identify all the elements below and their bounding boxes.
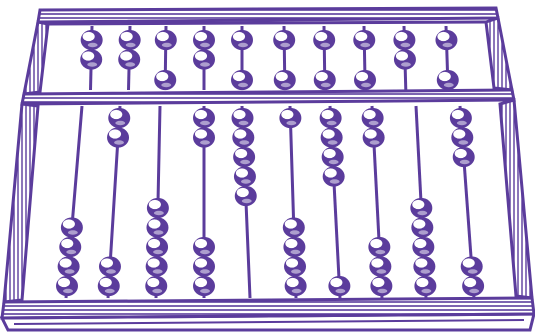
bead-upper-7-bottom-1	[313, 69, 336, 91]
bead-lower-5-top-5	[234, 185, 257, 207]
bead-lower-10-bottom-2	[460, 256, 483, 277]
bead-lower-1-bottom-3	[59, 236, 82, 258]
bead-lower-1-bottom-2	[57, 256, 80, 277]
bead-lower-10-top-2	[451, 127, 474, 148]
bead-lower-2-top-1	[108, 107, 131, 129]
bead-lower-2-top-2	[107, 127, 130, 148]
bead-upper-2-top-1	[118, 29, 141, 51]
frame-inner-top	[47, 20, 487, 26]
bead-lower-3-bottom-5	[146, 197, 169, 219]
bead-upper-1-top-2	[80, 49, 103, 70]
bead-upper-5-top-1	[231, 29, 253, 51]
bead-upper-9-top-1	[393, 29, 416, 51]
bead-lower-5-top-4	[233, 166, 256, 187]
bead-lower-7-top-1	[319, 107, 342, 129]
bead-upper-3-top-1	[154, 29, 177, 51]
bead-upper-4-top-2	[193, 49, 215, 70]
bead-lower-6-bottom-2	[284, 256, 307, 277]
bead-lower-4-top-2	[193, 127, 215, 148]
bead-lower-2-bottom-2	[98, 256, 121, 277]
bead-lower-3-bottom-3	[146, 236, 169, 258]
bead-lower-8-bottom-1	[370, 275, 393, 297]
bead-upper-6-bottom-1	[273, 69, 296, 91]
frame-right-lower	[498, 98, 534, 300]
bead-lower-7-top-2	[320, 127, 343, 148]
abacus-frame	[0, 6, 535, 332]
bead-lower-5-top-3	[233, 146, 256, 168]
bead-upper-10-top-1	[435, 29, 458, 51]
bead-lower-5-top-1	[231, 107, 254, 129]
bead-upper-10-bottom-1	[436, 69, 459, 91]
bead-upper-3-bottom-1	[154, 69, 177, 91]
bead-lower-4-bottom-1	[193, 275, 215, 297]
bead-lower-8-bottom-2	[369, 256, 392, 277]
bead-lower-9-bottom-2	[413, 256, 436, 277]
frame-right-upper	[484, 16, 514, 92]
bead-lower-10-top-3	[452, 146, 475, 168]
bead-lower-6-bottom-1	[284, 275, 307, 297]
frame-top-rim	[36, 6, 500, 24]
bead-lower-4-bottom-2	[193, 256, 215, 277]
bead-lower-8-bottom-3	[368, 236, 391, 258]
bead-lower-6-top-1	[279, 107, 302, 129]
bead-lower-8-top-1	[361, 107, 384, 129]
bead-upper-8-top-1	[353, 29, 376, 51]
bead-upper-9-top-2	[393, 49, 416, 70]
bead-lower-2-bottom-1	[97, 275, 120, 297]
frame-left-upper	[22, 20, 50, 96]
bead-lower-7-top-3	[321, 146, 344, 168]
bead-upper-7-top-1	[313, 29, 336, 51]
bead-lower-3-bottom-4	[146, 217, 169, 238]
bead-upper-6-top-1	[273, 29, 296, 51]
bead-lower-6-bottom-4	[282, 217, 305, 238]
beads-layer	[56, 29, 485, 297]
bead-lower-8-top-2	[362, 127, 385, 148]
bead-upper-2-top-2	[118, 49, 141, 70]
bead-lower-5-top-2	[232, 127, 255, 148]
bead-lower-10-top-1	[449, 107, 472, 129]
bead-upper-8-bottom-1	[354, 69, 377, 91]
bead-lower-1-bottom-1	[56, 275, 78, 297]
bead-lower-9-bottom-5	[410, 197, 433, 219]
bead-lower-10-bottom-1	[462, 275, 485, 297]
frame-bottom-face	[0, 312, 535, 332]
bead-lower-9-bottom-1	[414, 275, 437, 297]
bead-upper-1-top-1	[80, 29, 103, 51]
bead-lower-7-top-4	[322, 166, 345, 187]
bead-lower-1-bottom-4	[60, 217, 83, 238]
divider-beam	[20, 88, 516, 106]
bead-lower-9-bottom-4	[411, 217, 434, 238]
frame-left-lower	[2, 102, 40, 304]
bead-lower-3-bottom-2	[145, 256, 168, 277]
bead-lower-9-bottom-3	[412, 236, 435, 258]
bead-lower-4-bottom-3	[193, 236, 215, 258]
bead-upper-5-bottom-1	[231, 69, 253, 91]
bead-lower-4-top-1	[193, 107, 215, 129]
bead-lower-7-bottom-1	[328, 275, 351, 297]
bead-lower-3-bottom-1	[145, 275, 168, 297]
bead-lower-6-bottom-3	[283, 236, 306, 258]
bead-upper-4-top-1	[193, 29, 215, 51]
